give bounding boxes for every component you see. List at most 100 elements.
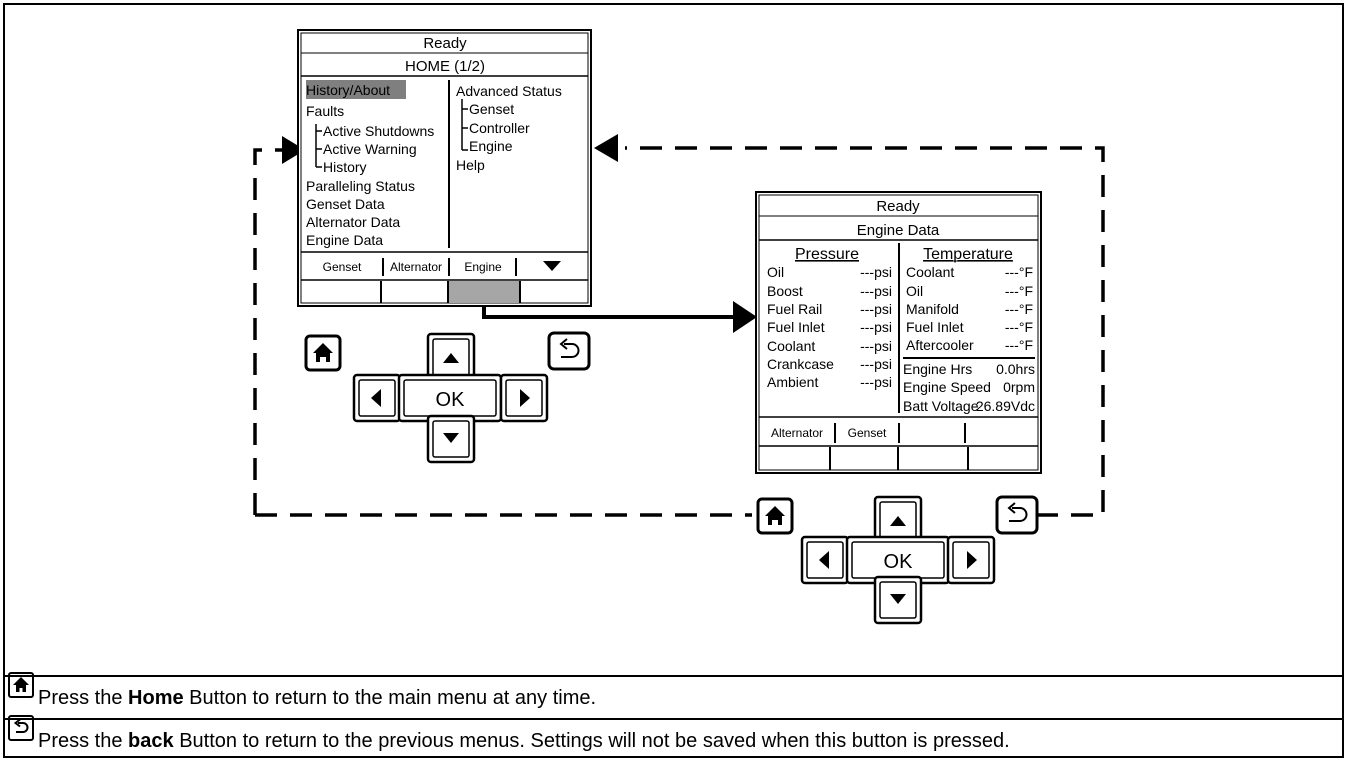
home-screen-display: Ready HOME (1/2) History/AboutFaultsActi… [297,29,592,307]
temperature-value: ---°F [1005,264,1033,280]
stat-label: Engine Speed [903,379,991,395]
temperature-value: ---°F [1005,283,1033,299]
down-button[interactable] [873,575,923,625]
pressure-value: ---psi [860,301,892,317]
menu-item: History/About [306,82,390,98]
pressure-label: Ambient [767,374,818,390]
tree-connector [461,99,468,151]
left-arrow-icon [371,389,381,407]
softkey-label: Alternator [771,426,823,440]
right-button[interactable] [499,373,549,423]
softkey-label: Genset [848,426,887,440]
menu-item: Genset Data [306,196,385,212]
dashed-loop-connector [253,146,1105,517]
pressure-value: ---psi [860,338,892,354]
figure-frame [3,3,1344,758]
screen-title: Engine Data [857,222,940,239]
softkey-label: Engine [464,260,502,274]
solid-connector [482,307,735,319]
ok-button[interactable]: OK [397,373,503,423]
pressure-value: ---psi [860,356,892,372]
up-arrow-icon [890,516,906,526]
stat-value: 26.89Vdc [976,398,1035,414]
up-arrow-icon [443,353,459,363]
pressure-label: Boost [767,283,803,299]
home-button[interactable] [756,497,794,535]
back-caption: Press the back Button to return to the p… [8,715,1010,753]
temperature-label: Fuel Inlet [906,319,964,335]
menu-item: Engine Data [306,232,383,248]
status-text: Ready [876,198,920,215]
menu-item: Engine [469,138,513,154]
arrowhead-icon [594,134,618,162]
status-text: Ready [423,35,467,52]
menu-item: History [323,159,367,175]
menu-item: Genset [469,101,514,117]
menu-item: Advanced Status [456,83,562,99]
home-icon [8,672,34,698]
menu-item: Alternator Data [306,214,400,230]
back-button[interactable] [995,495,1039,535]
back-icon [8,715,34,741]
left-button[interactable] [800,535,850,585]
tree-connector [315,124,322,168]
ok-label: OK [884,551,914,573]
home-button[interactable] [304,334,342,372]
selected-item-highlight [306,80,406,99]
stat-value: 0rpm [1003,379,1035,395]
softkey-labels: Genset Alternator Engine [323,260,561,274]
pressure-value: ---psi [860,283,892,299]
temperature-value: ---°F [1005,337,1033,353]
home-icon [313,343,333,362]
temperature-value: ---°F [1005,319,1033,335]
softkey-labels: Alternator Genset [771,426,887,440]
right-button[interactable] [946,535,996,585]
navigation-diagram: Ready HOME (1/2) History/AboutFaultsActi… [253,29,1105,625]
back-icon [561,343,580,358]
temperature-label: Aftercooler [906,337,974,353]
pressure-label: Coolant [767,338,815,354]
ok-label: OK [436,389,466,411]
up-button[interactable] [426,332,476,382]
right-arrow-icon [520,389,530,407]
pressure-label: Crankcase [767,356,834,372]
right-arrow-icon [967,551,977,569]
caption-bold: back [128,730,174,752]
back-button[interactable] [547,331,591,371]
pressure-label: Fuel Inlet [767,319,825,335]
arrowhead-icon [733,301,757,333]
engine-data-screen-display: Ready Engine Data Pressure Temperature O… [755,191,1042,474]
down-arrow-icon [890,594,906,604]
softkey-highlight [448,281,520,303]
menu-item: Active Warning [323,141,417,157]
softkey-label: Alternator [390,260,442,274]
caption-text: Press the [38,730,129,752]
menu-right-column: Advanced StatusGensetControllerEngineHel… [456,83,562,173]
home-icon [765,506,785,525]
menu-item: Controller [469,120,530,136]
down-button[interactable] [426,414,476,464]
pressure-value: ---psi [860,319,892,335]
row-divider [3,718,1344,720]
back-icon [1009,507,1028,522]
keypad-screen-2: OK [756,495,1039,625]
pressure-label: Oil [767,264,784,280]
stat-value: 0.0hrs [996,361,1035,377]
temperature-label: Oil [906,283,923,299]
stat-label: Engine Hrs [903,361,972,377]
down-triangle-icon [543,261,561,271]
menu-item: Help [456,157,485,173]
screen-title: HOME (1/2) [405,58,485,75]
keypad-screen-1: OK [304,331,591,464]
pressure-label: Fuel Rail [767,301,822,317]
caption-bold: Home [128,687,184,709]
temperature-header: Temperature [923,246,1013,263]
temperature-value: ---°F [1005,301,1033,317]
temperature-label: Coolant [906,264,954,280]
softkey-label: Genset [323,260,362,274]
left-button[interactable] [352,373,402,423]
